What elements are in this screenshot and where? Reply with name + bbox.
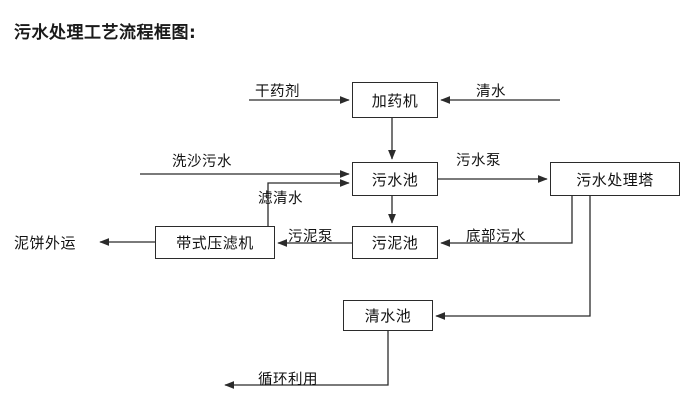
- terminal-mud-cake-outbound: 泥饼外运: [14, 234, 77, 252]
- node-sludge-pool[interactable]: 污泥池: [352, 226, 438, 259]
- edge-clean-water-pool-to-reuse: [224, 331, 389, 389]
- node-dosing-machine[interactable]: 加药机: [352, 82, 438, 118]
- node-label: 污水处理塔: [576, 170, 654, 189]
- edge-label-recycling-reuse: 循环利用: [258, 372, 318, 388]
- node-belt-filter-press[interactable]: 带式压滤机: [155, 226, 275, 259]
- edge-tower-to-clean-water-pool: [435, 196, 591, 320]
- page-title: 污水处理工艺流程框图:: [14, 23, 197, 43]
- node-label: 污水池: [371, 170, 419, 189]
- edge-label-dry-chemical: 干药剂: [255, 84, 300, 100]
- node-label: 清水池: [364, 307, 412, 325]
- node-label: 带式压滤机: [176, 234, 254, 252]
- edge-label-bottom-wastewater: 底部污水: [466, 229, 526, 245]
- edge-filtrate-to-wastewater-pool: [267, 179, 350, 226]
- node-clean-water-pool[interactable]: 清水池: [343, 300, 433, 331]
- node-label: 污泥池: [371, 234, 419, 252]
- node-label: 加药机: [371, 91, 419, 110]
- edge-label-sludge-pump: 污泥泵: [288, 229, 333, 245]
- edge-label-filtrate-water: 滤清水: [258, 191, 303, 207]
- edge-label-sand-wash-water: 洗沙污水: [172, 154, 232, 170]
- edge-tower-bottom-to-sludge-pool: [440, 196, 573, 247]
- node-treatment-tower[interactable]: 污水处理塔: [550, 162, 680, 196]
- edge-label-wastewater-pump: 污水泵: [456, 153, 501, 169]
- edge-label-clean-water-in: 清水: [476, 84, 506, 100]
- node-wastewater-pool[interactable]: 污水池: [352, 162, 438, 196]
